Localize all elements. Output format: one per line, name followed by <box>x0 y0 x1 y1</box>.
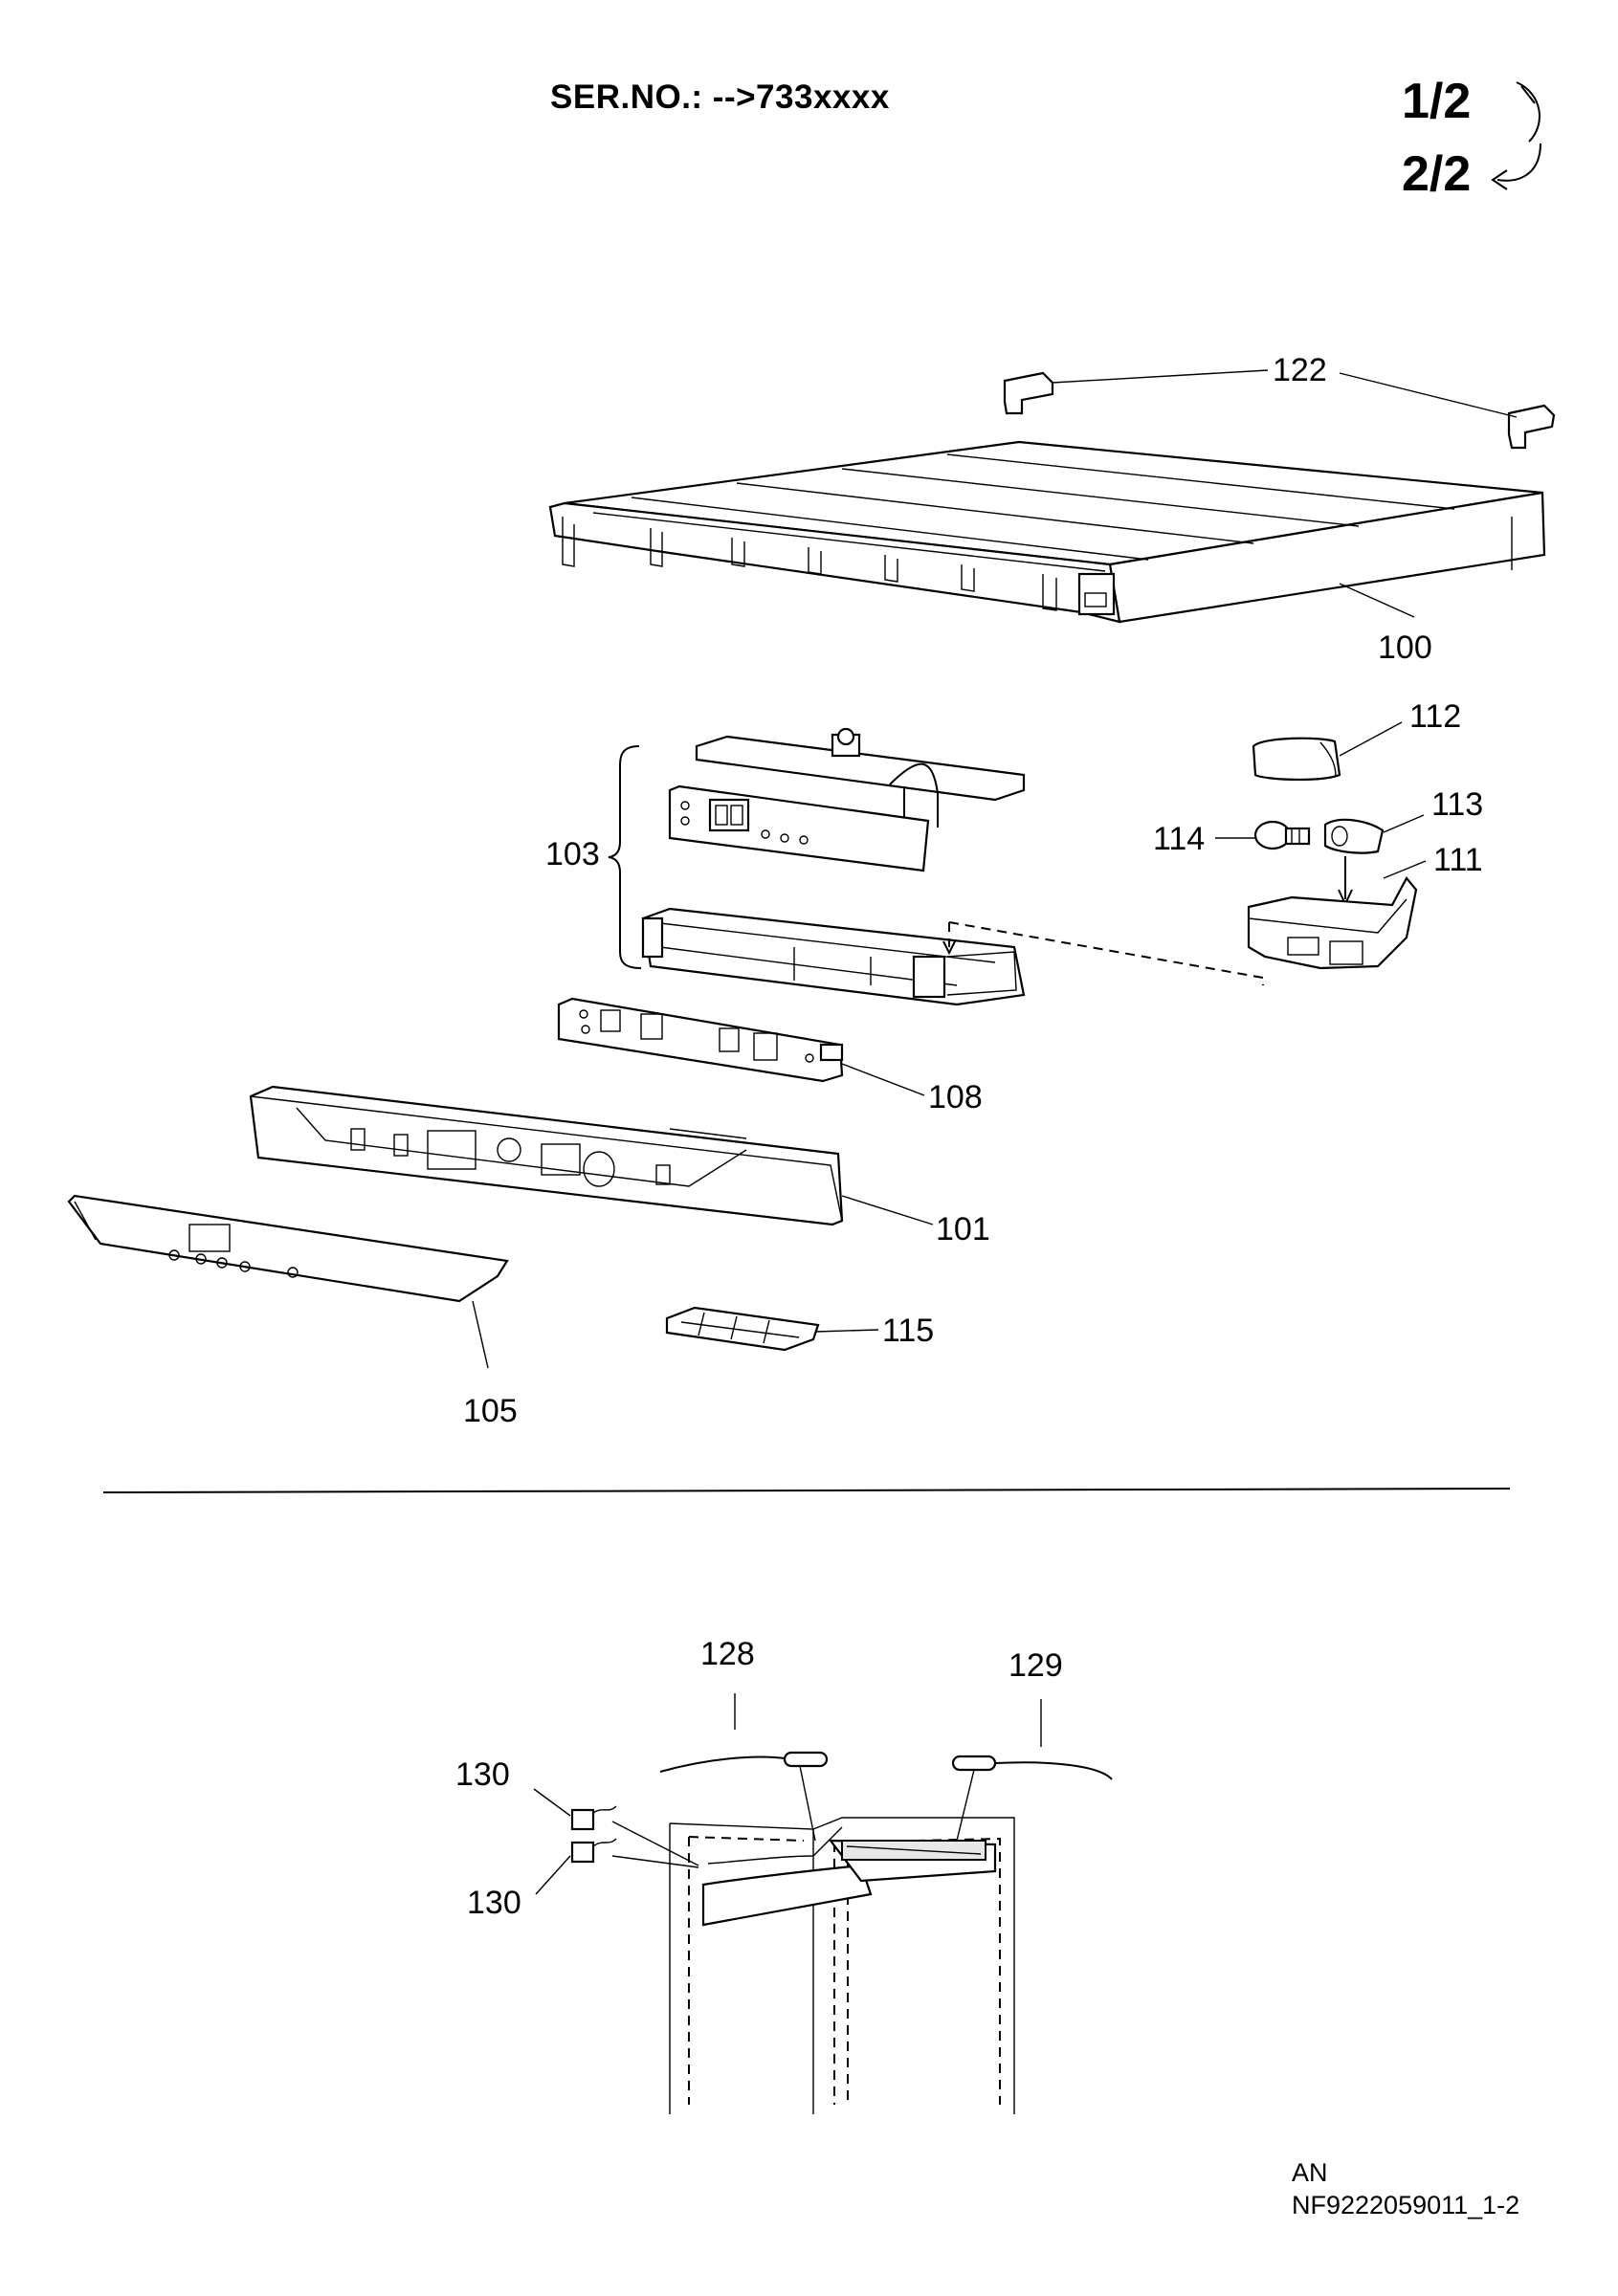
leader-113 <box>1383 814 1425 833</box>
page-forward-arrow-icon[interactable] <box>1516 81 1540 143</box>
callout-130-upper: 130 <box>455 1756 510 1793</box>
callout-105: 105 <box>463 1393 518 1429</box>
part-101-control-panel-frame <box>249 1085 844 1226</box>
serial-number: SER.NO.: -->733xxxx <box>550 78 890 116</box>
leader-100 <box>1339 583 1415 618</box>
part-122-cap-left <box>1003 371 1054 415</box>
leader-112 <box>1339 721 1403 757</box>
page-indicator-next[interactable]: 2/2 <box>1402 146 1472 202</box>
callout-114: 114 <box>1153 821 1206 857</box>
sensor-128-wire <box>799 1765 816 1842</box>
callout-100: 100 <box>1378 629 1432 666</box>
part-100-top-cover <box>548 440 1546 624</box>
wire-arrow-head-icon <box>942 940 956 956</box>
part-129-sensor <box>951 1755 1113 1780</box>
leader-105 <box>472 1300 489 1369</box>
leader-130-lower <box>535 1855 571 1895</box>
part-122-cap-right <box>1507 404 1556 450</box>
callout-115: 115 <box>882 1313 935 1349</box>
leader-111 <box>1383 860 1427 879</box>
leader-130-upper <box>533 1788 571 1817</box>
part-108-keypad-board <box>557 997 844 1083</box>
part-113-lamp-holder <box>1323 818 1385 854</box>
callout-129: 129 <box>1008 1647 1063 1684</box>
cabinet-outline <box>669 1817 1015 2114</box>
callout-128: 128 <box>700 1636 755 1672</box>
callout-111: 111 <box>1433 842 1483 878</box>
leader-122-right <box>1339 372 1518 418</box>
leader-122-left <box>1052 369 1269 384</box>
part-103-pcb-board <box>695 727 1026 828</box>
callout-108: 108 <box>928 1079 983 1115</box>
footer-document-id: NF9222059011_1-2 <box>1292 2191 1520 2219</box>
clip-130-lower-pointer <box>611 1855 699 1868</box>
callout-122: 122 <box>1273 352 1327 388</box>
page-indicator-current: 1/2 <box>1402 74 1472 129</box>
leader-115 <box>814 1329 879 1333</box>
callout-113: 113 <box>1431 786 1484 823</box>
callout-112: 112 <box>1409 698 1462 735</box>
part-112-lamp-cover <box>1252 737 1341 781</box>
part-111-lamp-housing <box>1247 876 1418 970</box>
part-103-display-board <box>668 784 930 872</box>
part-130-clip-upper <box>570 1805 617 1831</box>
part-130-clip-lower <box>570 1838 617 1864</box>
callout-103: 103 <box>545 836 600 872</box>
part-128-sensor <box>659 1751 829 1773</box>
page-back-arrow-icon[interactable] <box>1491 143 1541 190</box>
callout-101: 101 <box>936 1211 990 1247</box>
part-105-front-trim <box>67 1194 509 1303</box>
leader-108 <box>841 1063 925 1096</box>
section-divider <box>102 1488 1511 1493</box>
evaporator-fan-grille <box>841 1840 986 1861</box>
wire-dashed <box>948 921 1264 985</box>
footer-language-code: AN <box>1292 2158 1328 2187</box>
part-115-filter <box>665 1306 820 1352</box>
callout-130-lower: 130 <box>467 1885 521 1921</box>
group-bracket-103 <box>608 745 642 969</box>
part-103-housing <box>641 907 1026 1006</box>
leader-101 <box>841 1195 934 1225</box>
part-114-bulb <box>1253 820 1311 850</box>
clip-130-upper-pointer <box>611 1821 699 1866</box>
sensor-129-wire <box>956 1769 975 1842</box>
